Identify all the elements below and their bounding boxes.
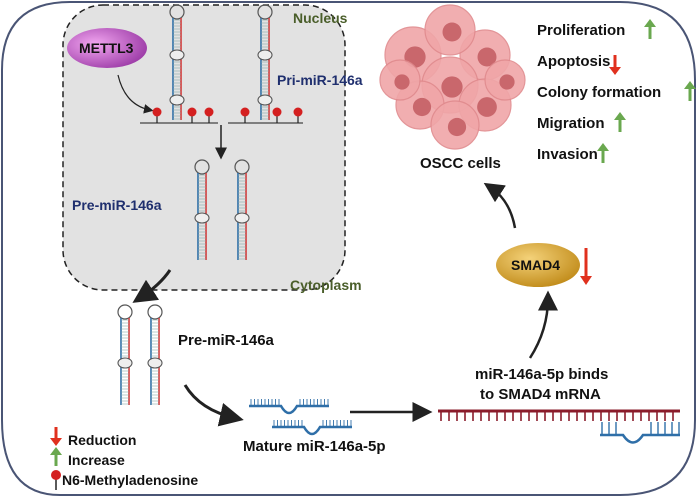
down-arrow-icon: [609, 55, 621, 75]
pre-mirna-hairpin: [147, 304, 163, 405]
m6a-pin-icon: [204, 107, 214, 123]
pri-mirna-hairpin: [257, 4, 273, 120]
pre-mir-cytoplasm-label: Pre-miR-146a: [178, 332, 274, 349]
legend-m6a: N6-Methyladenosine: [62, 472, 199, 488]
m6a-pin-icon: [187, 107, 197, 123]
bound-mirna-strand: [600, 422, 680, 444]
cell-icon: [484, 59, 526, 101]
legend-up-arrow-icon: [50, 447, 62, 466]
binding-label-line2: to SMAD4 mRNA: [480, 386, 601, 403]
m6a-pin-icon: [240, 107, 250, 123]
legend-increase: Increase: [68, 452, 125, 468]
up-arrow-icon: [644, 19, 656, 39]
up-arrow-icon: [597, 143, 609, 163]
m6a-pin-icon: [293, 107, 303, 123]
mettl3-ellipse: [67, 28, 147, 68]
cell-icon: [424, 4, 476, 56]
pre-mir-nucleus-label: Pre-miR-146a: [72, 197, 162, 213]
phenotype-migration: Migration: [537, 115, 605, 132]
cell-icon: [379, 59, 421, 101]
smad4-ellipse: [496, 243, 580, 287]
pre-mirna-hairpin: [234, 159, 250, 260]
nucleus: [62, 4, 346, 291]
legend-reduction: Reduction: [68, 432, 137, 448]
up-arrow-icon: [614, 112, 626, 132]
pri-mirna-hairpin: [169, 4, 185, 120]
phenotype-colony-formation: Colony formation: [537, 84, 662, 101]
phenotype-apoptosis: Apoptosis: [537, 53, 611, 70]
mettl3-label: METTL3: [79, 40, 134, 56]
pre-mirna-hairpin: [117, 304, 133, 405]
phenotype-invasion: Invasion: [537, 146, 598, 163]
nucleus-label: Nucleus: [293, 10, 348, 26]
m6a-pin-icon: [272, 107, 282, 123]
up-arrow-icon: [684, 81, 696, 101]
binding-label-line1: miR-146a-5p binds: [475, 366, 609, 383]
smad4-label: SMAD4: [511, 257, 561, 273]
oscc-cells-icon: [379, 4, 526, 150]
cell-icon: [430, 100, 480, 150]
legend-down-arrow-icon: [50, 427, 62, 446]
cytoplasm-label: Cytoplasm: [290, 277, 362, 293]
phenotype-proliferation: Proliferation: [537, 22, 626, 39]
m6a-pin-icon: [152, 107, 162, 123]
legend-m6a-pin-icon: [51, 470, 61, 490]
oscc-cells-label: OSCC cells: [420, 155, 501, 172]
smad4-mrna: [438, 409, 680, 421]
mature-mirna-strand: [272, 420, 352, 436]
pri-mir-label: Pri-miR-146a: [277, 72, 363, 88]
mature-mir-label: Mature miR-146a-5p: [243, 438, 386, 455]
smad4-down-arrow-icon: [580, 248, 592, 285]
pre-mirna-hairpin: [194, 159, 210, 260]
mature-mirna-strand: [249, 399, 329, 415]
